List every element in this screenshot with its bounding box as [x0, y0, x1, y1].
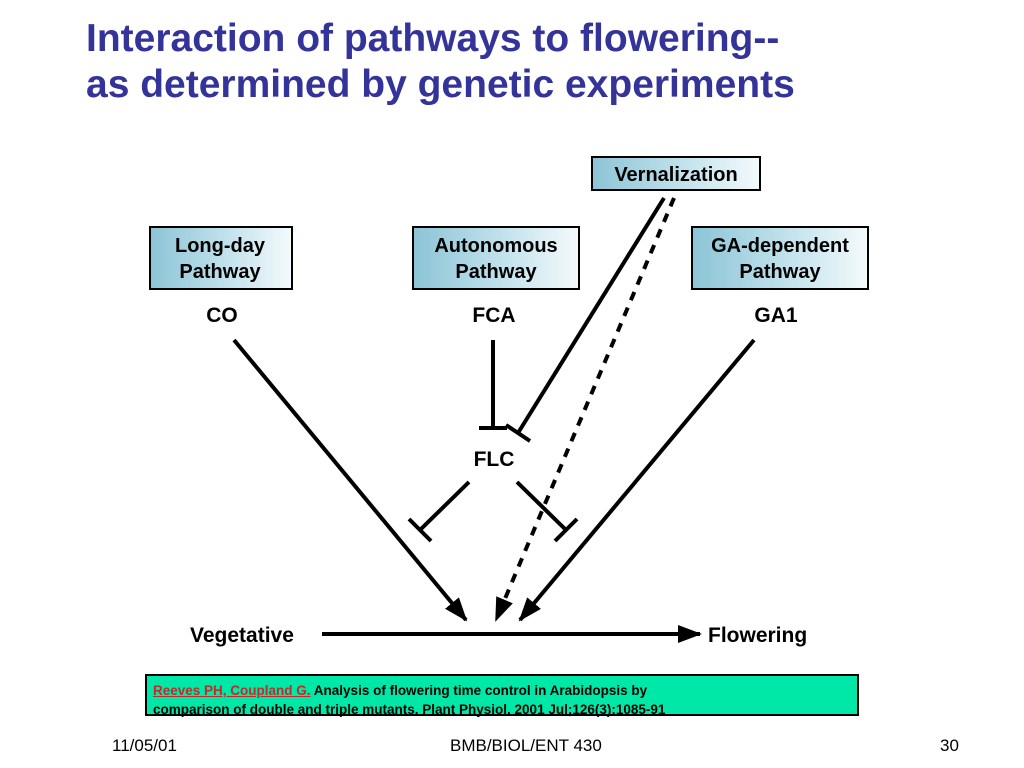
footer-date: 11/05/01	[112, 736, 177, 755]
co-promote-arrow	[232, 338, 468, 622]
vernalization-flc-inhibition	[504, 196, 666, 443]
long-day-pathway-box: Long-day Pathway	[149, 226, 293, 290]
autonomous-label-line1: Autonomous	[434, 235, 557, 257]
autonomous-pathway-box: Autonomous Pathway	[412, 226, 580, 290]
ga1-promote-arrow	[518, 338, 756, 622]
fca-flc-inhibition	[479, 340, 507, 430]
vernalization-label: Vernalization	[614, 164, 737, 186]
slide-title: Interaction of pathways to flowering-- a…	[86, 16, 795, 108]
flowering-label: Flowering	[708, 624, 807, 647]
gene-flc-label: FLC	[474, 448, 515, 471]
long-day-label-line2: Pathway	[179, 261, 261, 283]
citation-text-line1: Analysis of flowering time control in Ar…	[313, 683, 648, 698]
ga-dependent-pathway-box: GA-dependent Pathway	[691, 226, 869, 290]
footer-page-number: 30	[940, 736, 959, 755]
footer-course: BMB/BIOL/ENT 430	[450, 736, 602, 755]
citation-text-line2: comparison of double and triple mutants.…	[153, 702, 666, 717]
slide-title-line2: as determined by genetic experiments	[86, 63, 795, 106]
gene-co-label: CO	[206, 304, 238, 327]
flc-ga1-inhibition	[515, 480, 579, 543]
citation-box: Reeves PH, Coupland G. Analysis of flowe…	[145, 674, 859, 717]
ga-dependent-label-line2: Pathway	[739, 261, 821, 283]
citation-authors-link[interactable]: Reeves PH, Coupland G.	[153, 683, 311, 698]
ga-dependent-label-line1: GA-dependent	[711, 235, 849, 257]
vernalization-dashed-arrow	[494, 197, 676, 622]
gene-fca-label: FCA	[472, 304, 515, 327]
long-day-label-line1: Long-day	[175, 235, 266, 257]
gene-ga1-label: GA1	[754, 304, 798, 327]
vernalization-box: Vernalization	[591, 156, 761, 191]
vegetative-label: Vegetative	[190, 624, 294, 647]
slide-title-line1: Interaction of pathways to flowering--	[86, 17, 780, 60]
autonomous-label-line2: Pathway	[455, 261, 537, 283]
flc-co-inhibition	[407, 480, 471, 543]
